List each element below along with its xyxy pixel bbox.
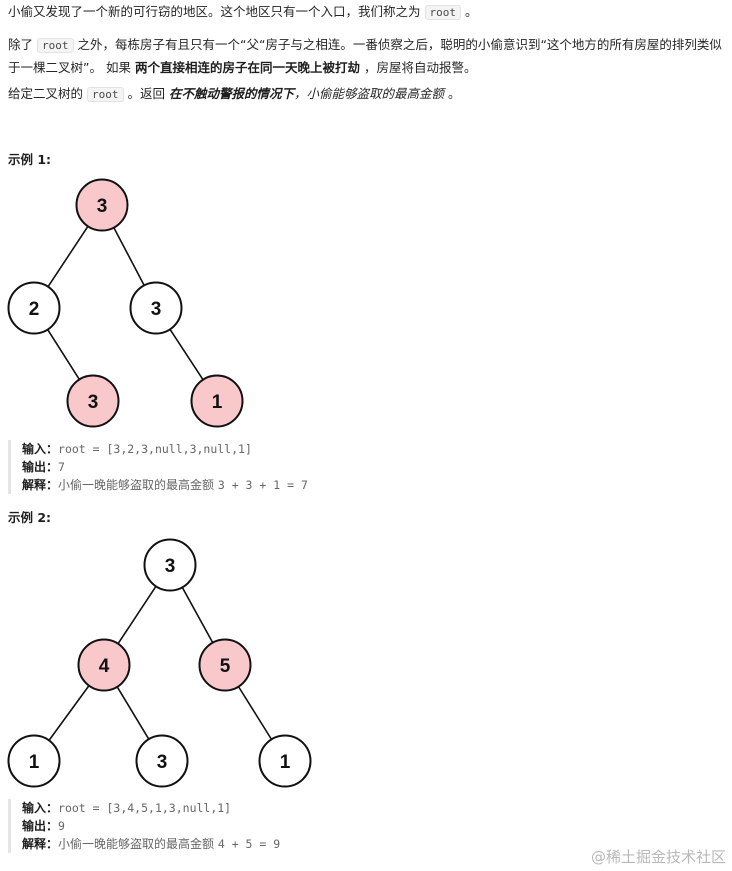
- example-1-explain-row: 解释：小偷一晚能够盗取的最高金额 3 + 3 + 1 = 7: [22, 476, 422, 494]
- tree-node: [129, 281, 183, 335]
- example-2-input-row: 输入：root = [3,4,5,1,3,null,1]: [22, 799, 422, 817]
- example-1-title: 示例 1:: [8, 152, 52, 167]
- tree-node-robbed: [190, 374, 244, 428]
- tree-node: [143, 538, 197, 592]
- p3-italic: ，小偷能够盗取的最高金额: [294, 86, 445, 101]
- output-value: 9: [58, 819, 65, 833]
- output-value: 7: [58, 460, 65, 474]
- tree-node-label: 2: [29, 299, 40, 320]
- example-2-tree: 3 4 5 1 3 1: [7, 538, 312, 788]
- tree-edge: [47, 225, 89, 288]
- p2-text-c: ，房屋将自动报警。: [363, 60, 477, 75]
- tree-node-label: 3: [88, 392, 99, 413]
- tree-edge: [237, 686, 273, 740]
- tree-node-label: 3: [97, 196, 108, 217]
- tree-edge: [169, 328, 204, 381]
- input-value: root = [3,2,3,null,3,null,1]: [58, 442, 252, 456]
- tree-node: [258, 734, 312, 788]
- tree-node-label: 3: [157, 752, 168, 773]
- tree-node: [7, 734, 61, 788]
- example-1-io-block: 输入：root = [3,2,3,null,3,null,1] 输出：7 解释：…: [8, 440, 422, 494]
- tree-node-label: 3: [165, 556, 176, 577]
- input-label: 输入：: [22, 442, 59, 456]
- explain-label: 解释：: [22, 837, 59, 851]
- tree-node: [7, 281, 61, 335]
- root-code: root: [37, 38, 74, 53]
- p2-text-a: 除了: [8, 37, 34, 52]
- watermark: @稀土掘金技术社区: [590, 848, 726, 866]
- example-2-io-block: 输入：root = [3,4,5,1,3,null,1] 输出：9 解释：小偷一…: [8, 799, 422, 853]
- problem-paragraph-3: 给定二叉树的 root 。返回 在不触动警报的情况下，小偷能够盗取的最高金额 。: [8, 83, 724, 106]
- tree-node-label: 1: [29, 752, 40, 773]
- p1-text: 小偷又发现了一个新的可行窃的地区。这个地区只有一个入口，我们称之为: [8, 4, 421, 19]
- problem-paragraph-1: 小偷又发现了一个新的可行窃的地区。这个地区只有一个入口，我们称之为 root 。: [8, 1, 724, 24]
- p2-bold: 两个直接相连的房子在同一天晚上被打劫: [134, 60, 360, 75]
- tree-edge: [181, 586, 214, 644]
- example-1-input-row: 输入：root = [3,2,3,null,3,null,1]: [22, 440, 422, 458]
- tree-node-robbed: [198, 638, 252, 692]
- root-code: root: [87, 87, 124, 102]
- example-2-explain-row: 解释：小偷一晚能够盗取的最高金额 4 + 5 = 9: [22, 835, 422, 853]
- tree-edge: [116, 686, 150, 740]
- tree-node-label: 3: [151, 299, 162, 320]
- tree-edge: [46, 329, 81, 380]
- p3-text-a: 给定二叉树的: [8, 86, 84, 101]
- problem-paragraph-2: 除了 root 之外，每栋房子有且只有一个“父“房子与之相连。一番侦察之后，聪明…: [8, 34, 724, 79]
- output-label: 输出：: [22, 460, 59, 474]
- p3-text-b: 。返回: [127, 86, 165, 101]
- p1-end: 。: [464, 4, 478, 19]
- tree-edge: [48, 685, 90, 741]
- example-1-output-row: 输出：7: [22, 458, 422, 476]
- input-value: root = [3,4,5,1,3,null,1]: [58, 801, 232, 815]
- explain-label: 解释：: [22, 478, 59, 492]
- tree-node-robbed: [77, 638, 131, 692]
- explain-expr: 3 + 3 + 1 = 7: [217, 478, 308, 492]
- tree-node-label: 1: [280, 752, 291, 773]
- p3-end: 。: [448, 86, 461, 101]
- example-2-output-row: 输出：9: [22, 817, 422, 835]
- tree-node-label: 4: [99, 656, 110, 677]
- root-code: root: [424, 5, 461, 20]
- tree-edge: [113, 227, 145, 286]
- p3-bold-italic: 在不触动警报的情况下: [168, 86, 294, 101]
- input-label: 输入：: [22, 801, 59, 815]
- explain-expr: 4 + 5 = 9: [217, 837, 281, 851]
- explain-text: 小偷一晚能够盗取的最高金额: [58, 837, 215, 851]
- example-2-title: 示例 2:: [8, 510, 52, 525]
- tree-edge: [117, 585, 157, 645]
- tree-node-robbed: [75, 178, 129, 232]
- p2-text-b: 之外，每栋房子有且只有一个“父“房子与之相连。一番侦察之后，聪明的小偷意识到“这…: [8, 37, 722, 75]
- tree-node-label: 1: [212, 392, 223, 413]
- output-label: 输出：: [22, 819, 59, 833]
- tree-node-label: 5: [220, 656, 231, 677]
- tree-node: [135, 734, 189, 788]
- tree-node-robbed: [66, 374, 120, 428]
- explain-text: 小偷一晚能够盗取的最高金额: [58, 478, 215, 492]
- example-1-tree: 3 2 3 3 1: [7, 178, 244, 428]
